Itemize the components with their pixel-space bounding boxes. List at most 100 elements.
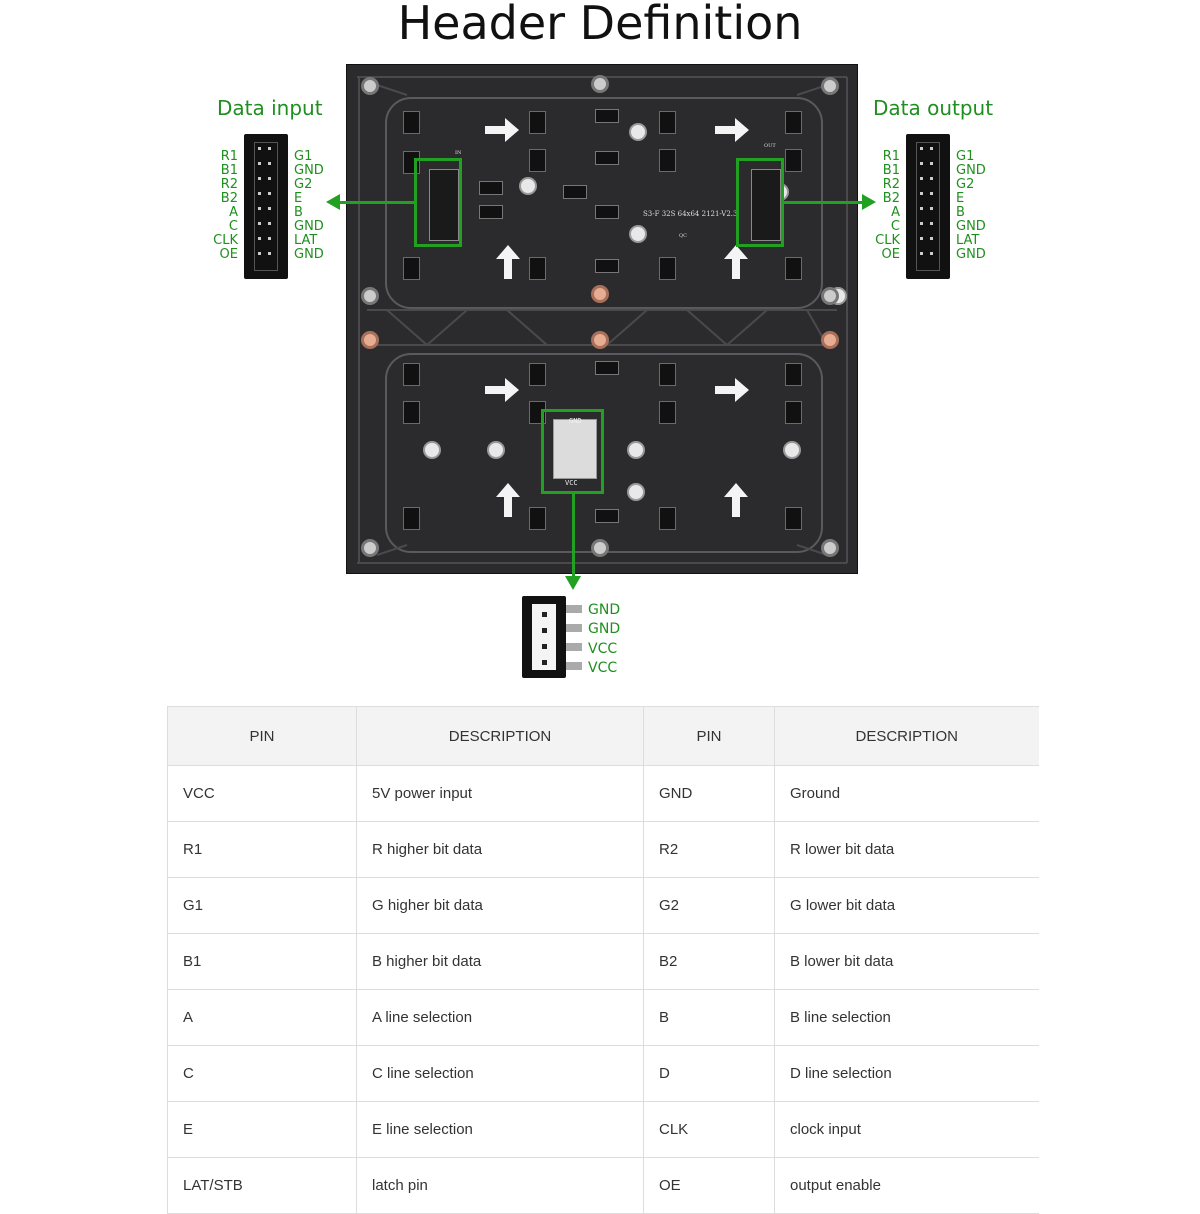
pin-name-cell: OE	[643, 1157, 775, 1214]
data-output-label: Data output	[873, 96, 994, 120]
pin-label: R2	[220, 177, 238, 192]
column-header-pin: PIN	[167, 706, 357, 766]
arrow-up-icon	[724, 483, 748, 517]
pin-label: GND	[956, 163, 986, 178]
pin-name-cell: D	[643, 1045, 775, 1102]
pin-label: OE	[219, 247, 238, 262]
pin-label: B2	[882, 191, 900, 206]
pin-label: G2	[294, 177, 313, 192]
pin-name-cell: B1	[167, 933, 357, 990]
data-output-header-connector	[906, 134, 950, 279]
pin-label: GND	[956, 247, 986, 262]
pin-description-cell: E line selection	[356, 1101, 644, 1158]
pin-label: C	[890, 219, 900, 234]
output-header-highlight	[736, 158, 784, 247]
power-connector	[522, 596, 566, 678]
pin-label: LAT	[294, 233, 318, 248]
arrow-right-icon	[715, 118, 749, 142]
pin-name-cell: G2	[643, 877, 775, 934]
pin-label: E	[294, 191, 303, 206]
arrow-right-icon	[715, 378, 749, 402]
pin-description-cell: Ground	[774, 765, 1039, 822]
led-panel-board: S3-F 32S 64x64 2121-V2.3 IN OUT QC	[346, 64, 858, 574]
arrow-right-icon	[862, 194, 876, 210]
power-pin-label: GND	[588, 621, 621, 638]
pin-description-cell: A line selection	[356, 989, 644, 1046]
pin-label: C	[228, 219, 238, 234]
pin-label: OE	[881, 247, 900, 262]
column-header-description: DESCRIPTION	[774, 706, 1039, 766]
pin-description-cell: clock input	[774, 1101, 1039, 1158]
board-power-top-label: GND	[569, 417, 582, 425]
pin-name-cell: C	[167, 1045, 357, 1102]
arrow-right-icon	[485, 118, 519, 142]
board-power-bottom-label: VCC	[565, 479, 578, 487]
pin-description-cell: B higher bit data	[356, 933, 644, 990]
pin-label: R1	[882, 149, 900, 164]
pin-label: A	[891, 205, 900, 220]
pin-name-cell: CLK	[643, 1101, 775, 1158]
pin-name-cell: GND	[643, 765, 775, 822]
pin-name-cell: VCC	[167, 765, 357, 822]
column-header-description: DESCRIPTION	[356, 706, 644, 766]
pin-label: G1	[956, 149, 975, 164]
arrow-up-icon	[496, 245, 520, 279]
pin-name-cell: B	[643, 989, 775, 1046]
power-pin-label: GND	[588, 602, 621, 618]
pin-description-cell: R higher bit data	[356, 821, 644, 878]
input-header-highlight	[414, 158, 462, 247]
data-input-label: Data input	[217, 96, 323, 120]
pin-name-cell: B2	[643, 933, 775, 990]
pin-description-cell: B lower bit data	[774, 933, 1039, 990]
pin-label: B	[956, 205, 965, 220]
pin-name-cell: G1	[167, 877, 357, 934]
pin-label: R1	[220, 149, 238, 164]
pin-label: GND	[294, 219, 324, 234]
arrow-up-icon	[496, 483, 520, 517]
pin-description-cell: C line selection	[356, 1045, 644, 1102]
table-header-row: PIN DESCRIPTION PIN DESCRIPTION	[167, 706, 1039, 766]
pin-description-cell: D line selection	[774, 1045, 1039, 1102]
pin-description-cell: G lower bit data	[774, 877, 1039, 934]
board-in-silkscreen: IN	[455, 150, 462, 156]
pin-label: G2	[956, 177, 975, 192]
pin-name-cell: E	[167, 1101, 357, 1158]
pin-description-cell: R lower bit data	[774, 821, 1039, 878]
pin-label: B	[294, 205, 303, 220]
page-title: Header Definition	[397, 0, 803, 50]
pin-description-cell: G higher bit data	[356, 877, 644, 934]
pin-name-cell: LAT/STB	[167, 1157, 357, 1214]
pcb-trace-pattern	[357, 76, 848, 564]
pin-name-cell: R1	[167, 821, 357, 878]
pin-label: CLK	[875, 233, 900, 248]
board-model-silkscreen: S3-F 32S 64x64 2121-V2.3	[643, 210, 738, 218]
board-qc-silkscreen: QC	[679, 233, 687, 239]
power-header-highlight	[541, 409, 604, 494]
pin-name-cell: R2	[643, 821, 775, 878]
pin-label: B2	[220, 191, 238, 206]
board-out-silkscreen: OUT	[764, 143, 776, 149]
arrow-right-icon	[485, 378, 519, 402]
pin-label: B1	[220, 163, 238, 178]
pin-label: G1	[294, 149, 313, 164]
pin-description-cell: 5V power input	[356, 765, 644, 822]
arrow-down-icon	[565, 576, 581, 590]
pin-label: B1	[882, 163, 900, 178]
pin-description-cell: latch pin	[356, 1157, 644, 1214]
arrow-up-icon	[724, 245, 748, 279]
pin-description-cell: B line selection	[774, 989, 1039, 1046]
pin-label: GND	[956, 219, 986, 234]
arrow-left-icon	[326, 194, 340, 210]
